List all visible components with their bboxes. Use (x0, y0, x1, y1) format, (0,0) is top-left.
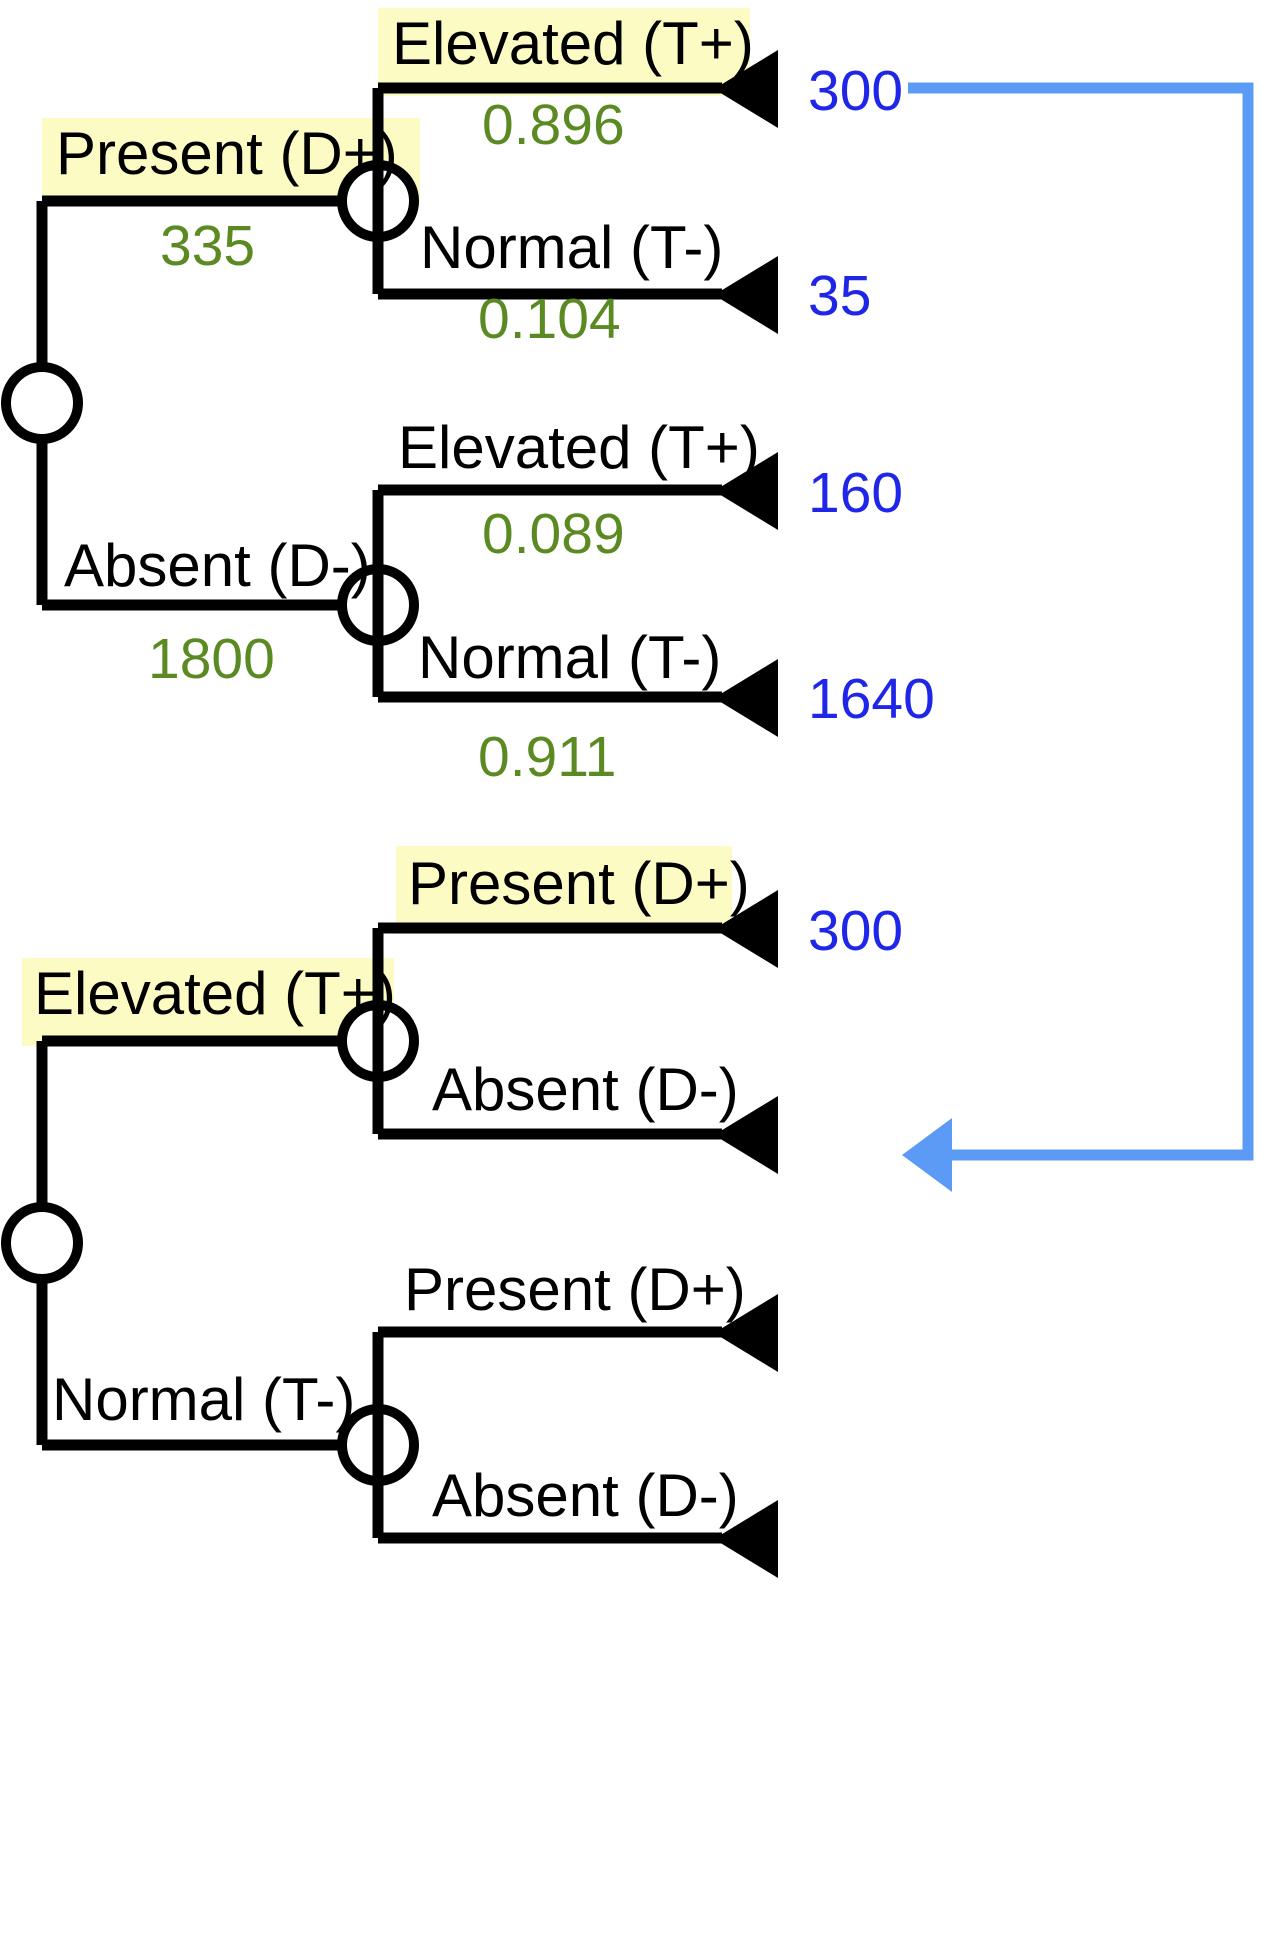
terminal-arrow-tminus-dminus[interactable] (714, 1500, 778, 1578)
terminal-arrow-tminus-dplus[interactable] (714, 1294, 778, 1372)
terminal-arrow-dminus-tplus[interactable] (714, 452, 778, 530)
terminal-arrow-tplus-dminus[interactable] (714, 1096, 778, 1174)
highlight-present-dplus-t2 (396, 846, 732, 934)
payoff-transfer-line (908, 82, 1254, 1161)
label-tplus-dplus: Present (D+) (408, 850, 750, 917)
payoff-transfer-arrowhead (902, 1118, 952, 1192)
terminal-arrow-dplus-tplus[interactable] (714, 50, 778, 128)
payoff-dminus-tminus: 1640 (808, 667, 935, 731)
payoff-dplus-tplus: 300 (808, 59, 903, 123)
payoff-dminus-tplus: 160 (808, 461, 903, 525)
tree-test-first: Present (D+) Elevated (T+) Absent (D-) P… (1, 846, 903, 1578)
terminal-arrow-dminus-tminus[interactable] (714, 659, 778, 737)
highlight-elevated-tplus-t1 (378, 8, 750, 96)
label-present-dplus: Present (D+) (56, 120, 398, 187)
prob-dminus-tplus: 0.089 (482, 502, 625, 566)
payoff-tplus-dplus: 300 (808, 899, 903, 963)
payoff-transfer-arrow (902, 82, 1254, 1192)
label-dplus-tplus: Elevated (T+) (392, 10, 754, 77)
root-chance-node-t1[interactable] (1, 362, 83, 444)
value-absent-dminus: 1800 (148, 627, 275, 691)
prob-dplus-tminus: 0.104 (478, 287, 621, 351)
label-test-elevated: Elevated (T+) (34, 960, 396, 1027)
label-tminus-dplus: Present (D+) (404, 1256, 746, 1323)
prob-dminus-tminus: 0.911 (478, 725, 616, 789)
terminal-arrow-tplus-dplus[interactable] (714, 890, 778, 968)
payoff-dplus-tminus: 35 (808, 264, 871, 328)
value-present-dplus: 335 (160, 214, 255, 278)
label-absent-dminus: Absent (D-) (64, 532, 371, 599)
tree-disease-first: Elevated (T+) Present (D+) Normal (T-) E… (1, 8, 935, 789)
label-dminus-tminus: Normal (T-) (418, 624, 721, 691)
label-tminus-dminus: Absent (D-) (432, 1462, 739, 1529)
label-dminus-tplus: Elevated (T+) (398, 414, 760, 481)
terminal-arrow-dplus-tminus[interactable] (714, 256, 778, 334)
prob-dplus-tplus: 0.896 (482, 93, 625, 157)
highlight-elevated-tplus-t2 (22, 958, 394, 1046)
label-tplus-dminus: Absent (D-) (432, 1056, 739, 1123)
label-test-normal: Normal (T-) (52, 1366, 355, 1433)
label-dplus-tminus: Normal (T-) (420, 214, 723, 281)
root-chance-node-t2[interactable] (1, 1202, 83, 1284)
